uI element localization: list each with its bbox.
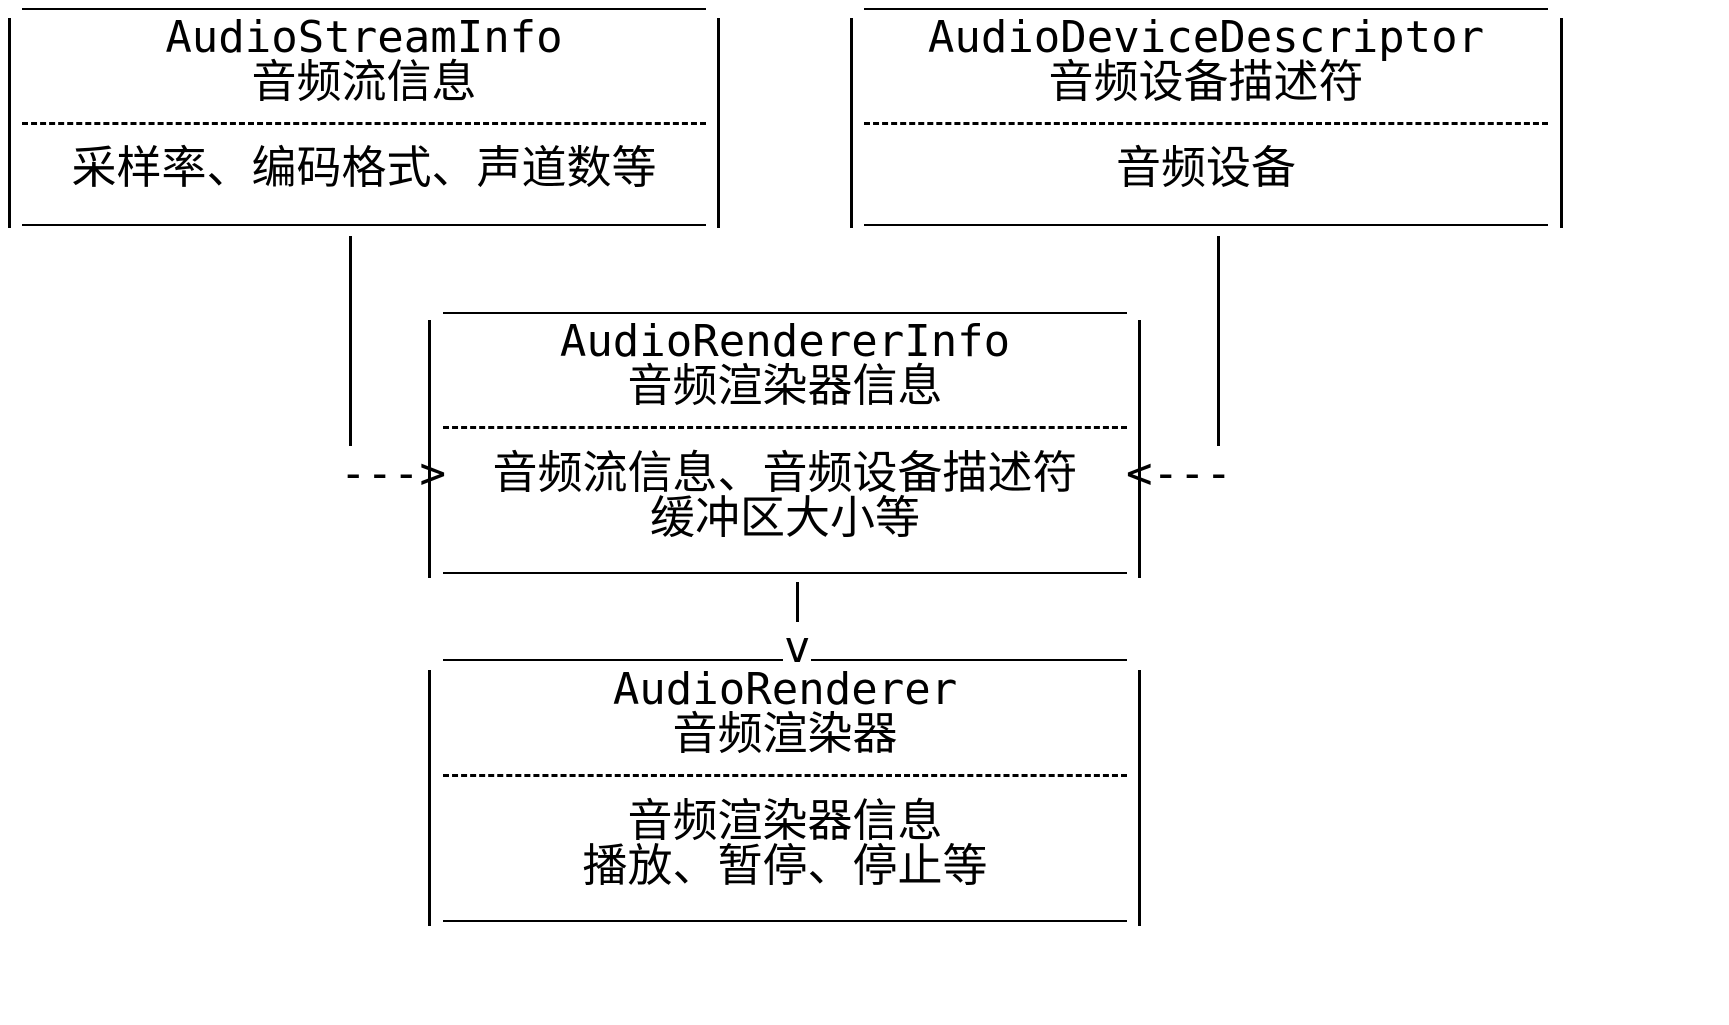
box-body-line: 采样率、编码格式、声道数等 — [71, 141, 657, 194]
box-body-line: 音频流信息、音频设备描述符 — [492, 446, 1078, 499]
box-left-border — [428, 670, 431, 926]
box-body-line: 播放、暂停、停止等 — [582, 839, 988, 892]
box-bottom-border — [443, 920, 1127, 922]
box-divider — [443, 426, 1127, 429]
box-divider — [864, 122, 1548, 125]
device-descriptor-arrow: <--- — [1126, 448, 1232, 499]
box-top-border — [864, 8, 1548, 10]
box-top-border — [443, 312, 1127, 314]
box-body-line: 音频设备 — [1115, 141, 1296, 194]
box-right-border — [717, 18, 720, 228]
box-title: AudioDeviceDescriptor — [927, 12, 1485, 63]
box-title: AudioRenderer — [612, 664, 958, 715]
box-title: AudioStreamInfo — [165, 12, 563, 63]
box-right-border — [1138, 670, 1141, 926]
box-right-border — [1560, 18, 1563, 228]
box-right-border — [1138, 320, 1141, 578]
box-left-border — [850, 18, 853, 228]
renderer-info-connector-line — [796, 582, 799, 622]
box-subtitle: 音频渲染器信息 — [627, 359, 943, 412]
stream-info-connector-line — [349, 236, 352, 446]
box-top-border-left — [443, 659, 783, 661]
box-title: AudioRendererInfo — [559, 316, 1011, 367]
box-left-border — [428, 320, 431, 578]
box-left-border — [8, 18, 11, 228]
box-bottom-border — [864, 224, 1548, 226]
box-top-border — [22, 8, 706, 10]
box-body-line: 缓冲区大小等 — [649, 491, 920, 544]
box-divider — [443, 774, 1127, 777]
box-subtitle: 音频渲染器 — [672, 707, 898, 760]
box-subtitle: 音频流信息 — [251, 55, 477, 108]
box-bottom-border — [22, 224, 706, 226]
box-subtitle: 音频设备描述符 — [1048, 55, 1364, 108]
box-top-border-right — [811, 659, 1127, 661]
box-body-line: 音频渲染器信息 — [627, 794, 943, 847]
box-bottom-border — [443, 572, 1127, 574]
stream-info-arrow: ---> — [340, 448, 446, 499]
down-arrow-head: v — [784, 622, 811, 673]
device-descriptor-connector-line — [1217, 236, 1220, 446]
box-divider — [22, 122, 706, 125]
